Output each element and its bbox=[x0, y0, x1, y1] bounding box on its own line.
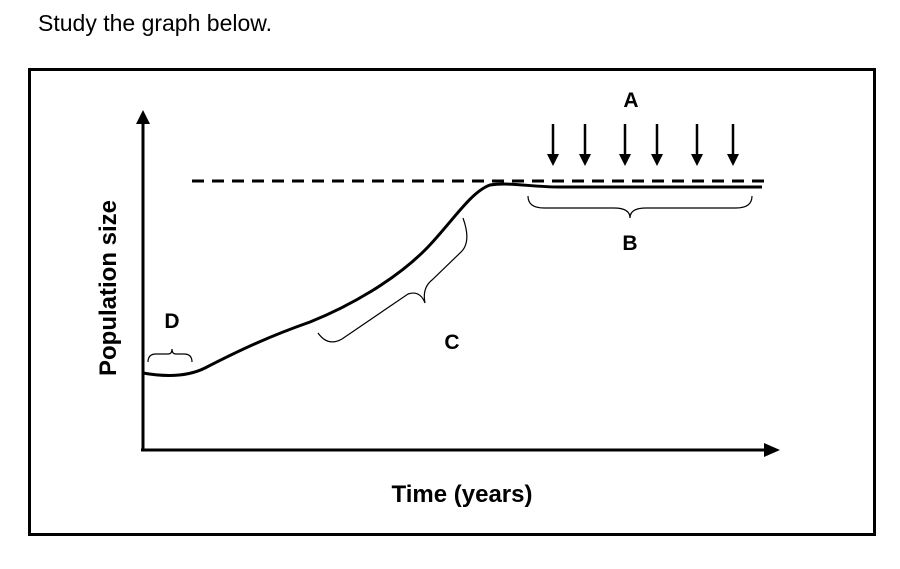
arrowheads-a bbox=[547, 154, 739, 166]
x-axis-label: Time (years) bbox=[392, 481, 533, 508]
y-axis-label: Population size bbox=[95, 200, 122, 376]
label-a: A bbox=[623, 89, 638, 112]
x-axis-arrowhead bbox=[764, 443, 780, 457]
population-curve bbox=[142, 182, 762, 377]
label-b: B bbox=[622, 232, 637, 255]
graph-frame bbox=[28, 68, 876, 536]
label-c: C bbox=[444, 331, 459, 354]
y-axis-arrowhead bbox=[136, 110, 150, 124]
brace-d bbox=[147, 348, 193, 363]
arrows-a bbox=[551, 124, 735, 158]
brace-c bbox=[317, 217, 468, 343]
brace-b bbox=[527, 195, 753, 219]
label-d: D bbox=[164, 310, 179, 333]
instruction-text: Study the graph below. bbox=[38, 10, 272, 36]
